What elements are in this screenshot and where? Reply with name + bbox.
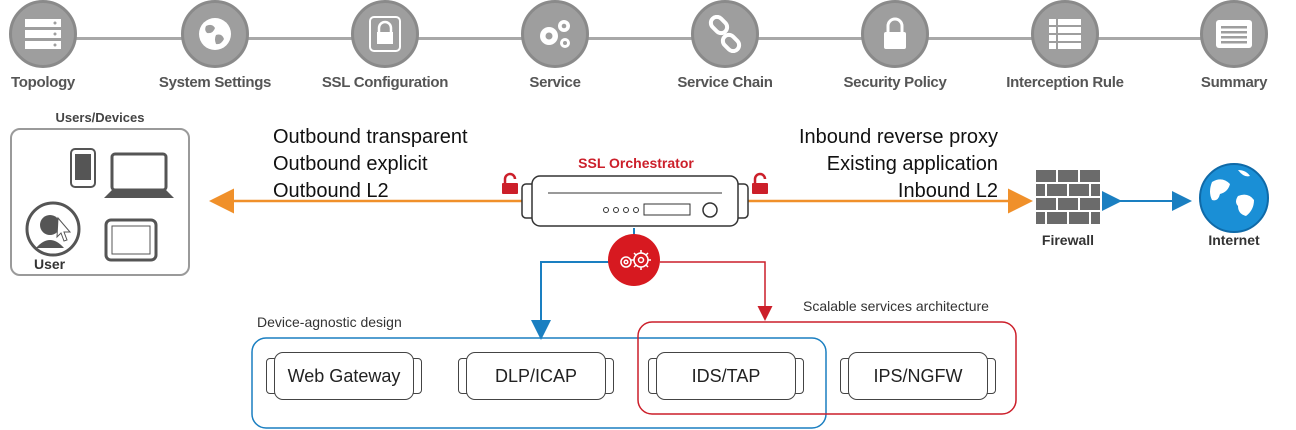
step-label: Service xyxy=(529,74,581,91)
step-security-policy[interactable]: Security Policy xyxy=(815,0,975,91)
users-devices-title: Users/Devices xyxy=(55,110,145,125)
step-service[interactable]: Service xyxy=(475,0,635,91)
step-service-chain[interactable]: Service Chain xyxy=(645,0,805,91)
users-devices-box: User xyxy=(10,128,190,276)
document-icon xyxy=(1200,0,1268,68)
smartphone-icon xyxy=(70,148,96,188)
chain-link-icon xyxy=(691,0,759,68)
internet-globe-icon xyxy=(1199,163,1269,233)
padlock-icon xyxy=(861,0,929,68)
step-label: Interception Rule xyxy=(1006,74,1124,91)
outbound-mode-item: Outbound explicit xyxy=(273,153,428,175)
lock-icon xyxy=(351,0,419,68)
outbound-mode-item: Outbound transparent xyxy=(273,126,468,148)
service-card-ips-ngfw: IPS/NGFW xyxy=(838,352,998,400)
server-rack-icon xyxy=(9,0,77,68)
step-system-settings[interactable]: System Settings xyxy=(135,0,295,91)
firewall-icon xyxy=(1036,170,1100,224)
outbound-mode-item: Outbound L2 xyxy=(273,180,389,202)
service-card-ids-tap: IDS/TAP xyxy=(646,352,806,400)
user-cursor-icon xyxy=(25,201,81,257)
laptop-icon xyxy=(104,152,174,198)
service-card-web-gateway: Web Gateway xyxy=(264,352,424,400)
service-label: Web Gateway xyxy=(274,352,414,400)
globe-icon xyxy=(181,0,249,68)
scalable-services-group xyxy=(637,321,1017,415)
service-gears-badge-icon xyxy=(608,234,660,286)
internet-label: Internet xyxy=(1208,232,1260,248)
list-icon xyxy=(1031,0,1099,68)
step-summary[interactable]: Summary xyxy=(1154,0,1296,91)
inbound-mode-item: Inbound L2 xyxy=(897,180,998,202)
scalable-services-label: Scalable services architecture xyxy=(803,298,989,314)
step-label: Service Chain xyxy=(677,74,773,91)
service-label: DLP/ICAP xyxy=(466,352,606,400)
service-label: IDS/TAP xyxy=(656,352,796,400)
firewall-label: Firewall xyxy=(1041,232,1095,248)
unlock-icon-right xyxy=(752,172,768,194)
step-label: Summary xyxy=(1200,74,1268,91)
ssl-orchestrator-appliance xyxy=(502,172,768,227)
inbound-mode-item: Inbound reverse proxy xyxy=(798,126,998,148)
service-label: IPS/NGFW xyxy=(848,352,988,400)
step-interception-rule[interactable]: Interception Rule xyxy=(985,0,1145,91)
step-topology[interactable]: Topology xyxy=(0,0,123,91)
inbound-mode-item: Existing application xyxy=(826,153,998,175)
user-label: User xyxy=(34,256,66,272)
device-agnostic-label: Device-agnostic design xyxy=(257,314,402,330)
tablet-icon xyxy=(104,218,158,262)
gears-icon xyxy=(521,0,589,68)
step-label: Security Policy xyxy=(843,74,947,91)
unlock-icon-left xyxy=(502,172,518,194)
step-label: System Settings xyxy=(158,74,272,91)
step-ssl-configuration[interactable]: SSL Configuration xyxy=(305,0,465,91)
outbound-modes: Outbound transparent Outbound explicit O… xyxy=(273,124,468,205)
step-label: SSL Configuration xyxy=(321,74,449,91)
device-agnostic-group xyxy=(251,337,827,429)
step-connector-line xyxy=(40,37,1240,40)
ssl-orchestrator-label: SSL Orchestrator xyxy=(578,155,694,171)
service-card-dlp-icap: DLP/ICAP xyxy=(456,352,616,400)
inbound-modes: Inbound reverse proxy Existing applicati… xyxy=(799,124,998,205)
step-label: Topology xyxy=(11,74,75,91)
